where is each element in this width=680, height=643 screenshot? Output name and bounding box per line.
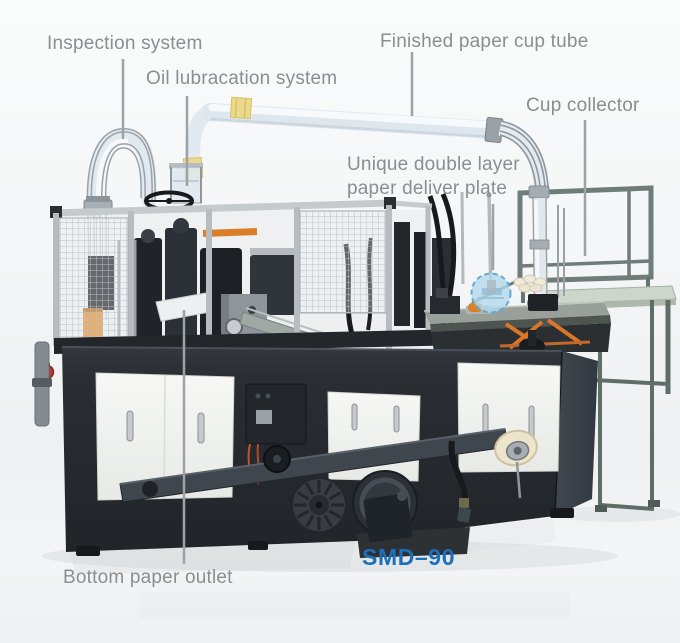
door-handles: [126, 403, 535, 444]
label-bottom-paper-outlet: Bottom paper outlet: [63, 567, 233, 588]
label-inspection-system: Inspection system: [47, 33, 203, 54]
label-deliver-plate-line1: Unique double layer: [347, 154, 520, 175]
electrical-box: [245, 383, 307, 485]
machine-deck: [54, 274, 611, 354]
machine-cabinet: [32, 341, 598, 558]
label-deliver-plate: Unique double layer paper deliver plate: [347, 153, 520, 201]
model-number: SMD–90: [362, 544, 456, 570]
mesh-guard: [58, 210, 387, 345]
motor-left: [291, 477, 347, 533]
label-oil-lubrication-system: Oil lubracation system: [146, 68, 338, 89]
label-deliver-plate-line2: paper deliver plate: [347, 178, 508, 199]
leader-lines: [121, 52, 587, 564]
deliver-plate-highlight: [460, 191, 512, 314]
transfer-arm: [119, 428, 538, 523]
guard-frame-and-machinery: [50, 190, 457, 353]
paper-roller: [494, 429, 538, 467]
label-finished-paper-cup-tube: Finished paper cup tube: [380, 31, 589, 52]
stacked-cups: [513, 274, 547, 293]
label-cup-collector: Cup collector: [526, 95, 640, 116]
motor-right: [352, 470, 418, 543]
